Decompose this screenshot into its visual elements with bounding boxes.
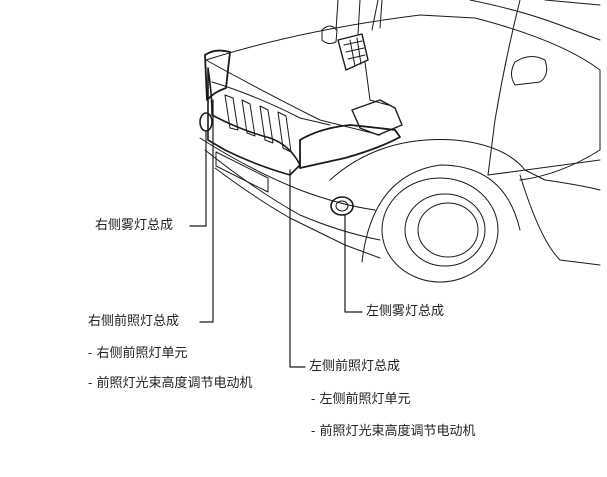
front-bumper-top [199,137,376,211]
a-pillar [487,0,521,176]
bumper-lower-valance [214,167,381,259]
relay-box [337,33,369,71]
windshield-frame [469,0,601,41]
grille-top-band [211,81,331,126]
hood-outline [205,14,601,181]
fender-line [329,139,601,191]
front-bumper-bottom [204,149,381,241]
side-crease [487,159,601,176]
grille-outline [207,67,301,176]
front-rim-inner [417,202,479,258]
leader-left-headlamp [289,169,306,368]
label-right-leveling-motor: - 前照灯光束高度调节电动机 [88,376,253,391]
leveling-bracket [351,99,403,136]
label-right-headlamp-unit: - 右侧前照灯单元 [88,346,188,361]
relay-grid [343,37,366,67]
side-mirror [511,56,548,86]
license-plate [215,151,269,193]
front-tire [381,177,499,283]
left-headlamp-shape [299,124,401,169]
right-headlamp-shape [204,49,231,101]
grille-slat-1 [224,94,239,131]
label-left-headlamp-unit: - 左侧前照灯单元 [311,392,411,407]
leader-right-headlamp [199,99,214,323]
hood-front-edge [205,59,381,136]
wheel-arch [361,164,521,263]
grille-slat-2 [241,99,256,137]
label-right-fog-lamp: 右侧雾灯总成 [95,218,174,233]
roof-line [544,0,601,6]
left-fog-lamp-inner [335,200,349,212]
leader-right-fog [189,130,207,227]
wiring-lines [335,0,383,35]
label-right-headlamp: 右侧前照灯总成 [88,314,180,329]
harness-loop [364,61,389,106]
label-left-headlamp: 左侧前照灯总成 [309,359,401,374]
left-fog-lamp-shape [330,196,354,216]
label-left-fog-lamp: 左侧雾灯总成 [366,304,445,319]
grille-slat-3 [259,105,274,144]
connector-blob [321,25,338,45]
front-rim [404,193,486,267]
leader-left-fog [344,214,363,313]
body-lower-side [519,174,601,266]
grille-slat-4 [277,111,292,153]
label-left-leveling-motor: - 前照灯光束高度调节电动机 [311,424,476,439]
right-fog-lamp-shape [199,112,213,132]
